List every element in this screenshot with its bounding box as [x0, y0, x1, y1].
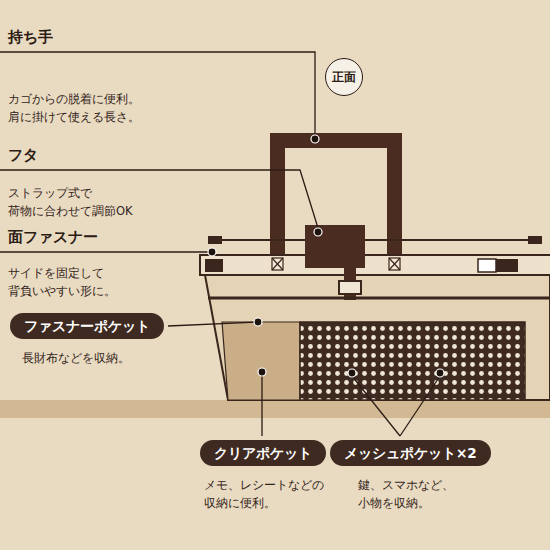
part-note: ストラップ式で 荷物に合わせて調節OK [8, 184, 148, 220]
part-heading: フタ [8, 146, 208, 164]
part-note: カゴからの脱着に便利。 肩に掛けて使える長さ。 [8, 90, 158, 126]
callout-note: 鍵、スマホなど、 小物を収納。 [358, 476, 488, 512]
lid-strap [305, 225, 365, 268]
view-label: 正面 [332, 69, 356, 86]
part-heading: 面ファスナー [8, 228, 208, 246]
pocket-callout: ファスナーポケット長財布などを収納。 [10, 313, 182, 367]
lid-end [208, 236, 222, 244]
fastener-patch [478, 259, 496, 272]
fastener-patch [205, 259, 223, 272]
handle-top [270, 133, 402, 148]
fastener-patch [496, 259, 518, 272]
handle-left [270, 133, 285, 273]
clear-pocket [222, 322, 300, 400]
callout-title: メッシュポケット×2 [330, 440, 491, 466]
part-note: サイドを固定して 背負いやすい形に。 [8, 264, 148, 300]
view-badge: 正面 [325, 58, 363, 96]
ground-band [0, 400, 550, 418]
pocket-callout: メッシュポケット×2 鍵、スマホなど、 小物を収納。 [330, 440, 491, 512]
pocket-callout: クリアポケットメモ、レシートなどの 収納に便利。 [200, 440, 334, 512]
mesh-pocket [300, 322, 525, 400]
bag-body [205, 275, 550, 400]
part-heading: 持ち手 [8, 28, 208, 46]
lid-line [212, 239, 540, 241]
handle-right [387, 133, 402, 273]
callout-title: クリアポケット [200, 440, 326, 466]
callout-note: 長財布などを収納。 [22, 349, 182, 367]
leader-dots [208, 135, 444, 377]
rim-band [200, 255, 550, 275]
leader-lines [0, 52, 440, 436]
callout-note: メモ、レシートなどの 収納に便利。 [204, 476, 334, 512]
lid-end [528, 236, 542, 244]
callout-title: ファスナーポケット [10, 313, 164, 339]
zipper [208, 297, 550, 300]
buckle [339, 281, 361, 294]
